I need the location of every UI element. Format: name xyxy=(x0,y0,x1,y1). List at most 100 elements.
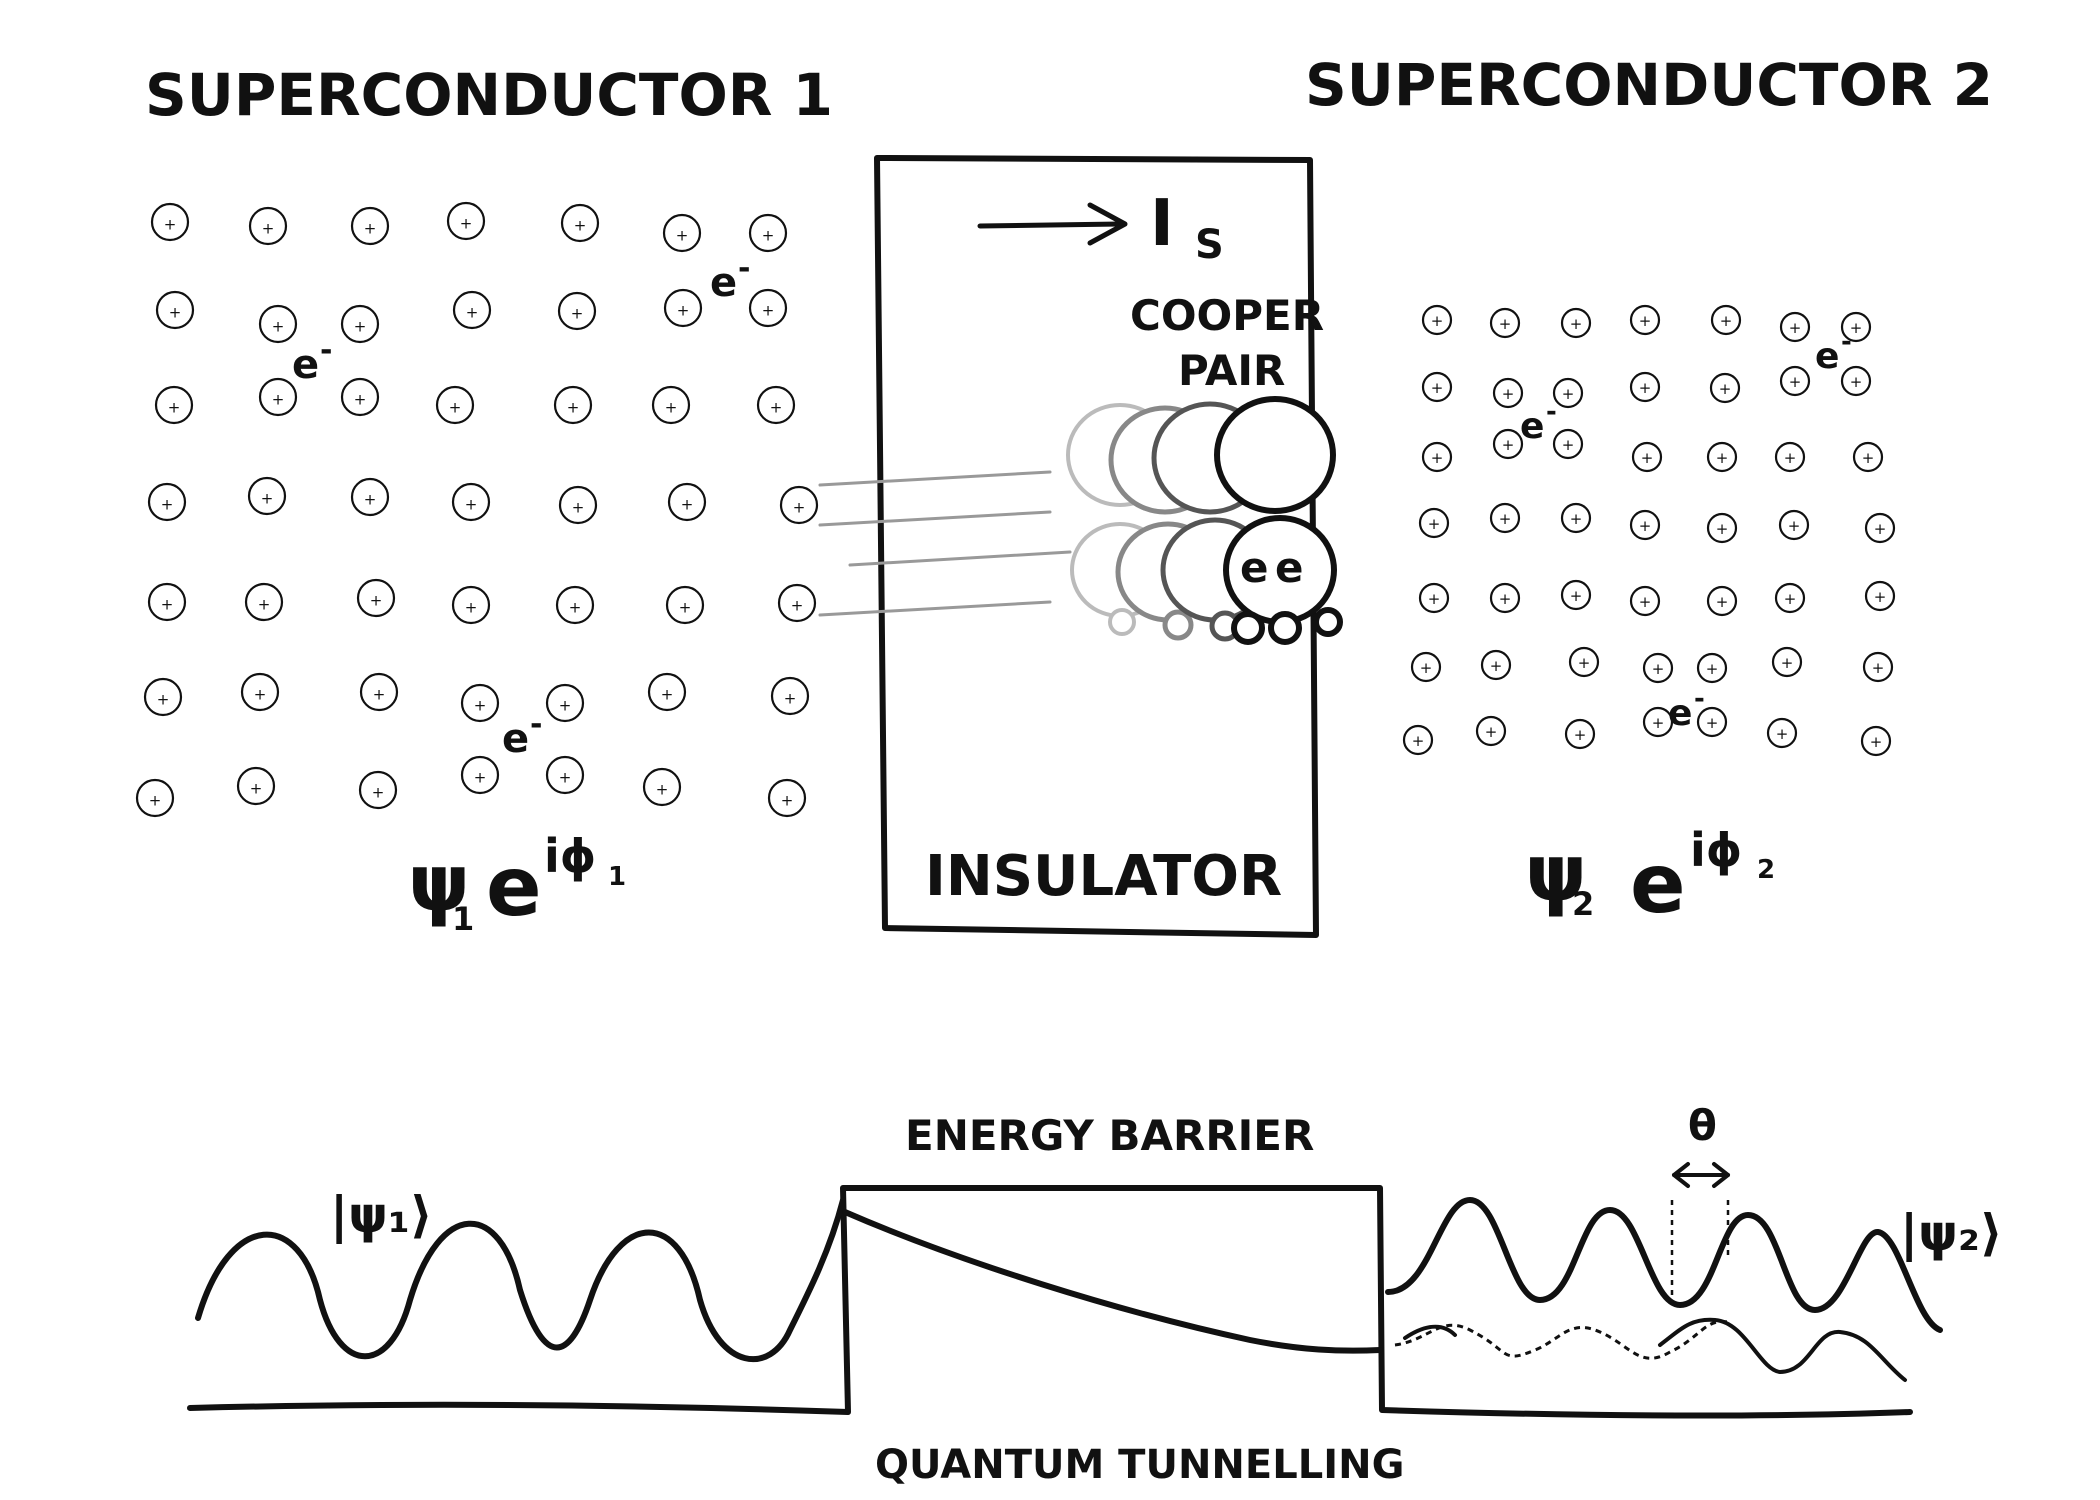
svg-text:+: + xyxy=(1431,379,1444,397)
svg-text:+: + xyxy=(1652,714,1665,732)
svg-text:+: + xyxy=(474,697,487,715)
svg-text:2: 2 xyxy=(1757,855,1775,885)
ion: + xyxy=(1779,365,1811,397)
svg-text:2: 2 xyxy=(1572,885,1594,923)
svg-text:+: + xyxy=(1784,590,1797,608)
ion: + xyxy=(350,477,390,517)
ion: + xyxy=(1629,509,1661,541)
decaying-wave xyxy=(842,1209,1383,1354)
ion: + xyxy=(435,385,475,425)
svg-text:+: + xyxy=(1716,449,1729,467)
svg-text:+: + xyxy=(679,599,692,617)
ion: + xyxy=(1489,582,1521,614)
phase-shifted-wave xyxy=(1394,1320,1729,1360)
transmitted-wave xyxy=(1385,1197,1943,1333)
lattice-superconductor-1: ++++++++++++++++++++++++++++++++++++++++… xyxy=(135,201,819,818)
svg-text:+: + xyxy=(1776,725,1789,743)
svg-text:+: + xyxy=(1428,590,1441,608)
ion: + xyxy=(1642,706,1674,738)
svg-text:+: + xyxy=(1431,449,1444,467)
ion: + xyxy=(642,767,682,807)
svg-text:+: + xyxy=(677,302,690,320)
wavefunction-1-label: ψ 1 e iϕ 1 xyxy=(408,829,626,938)
svg-text:+: + xyxy=(460,215,473,233)
svg-text:+: + xyxy=(449,399,462,417)
svg-text:+: + xyxy=(1502,436,1515,454)
ion: + xyxy=(258,304,298,344)
svg-text:+: + xyxy=(261,490,274,508)
svg-text:iϕ: iϕ xyxy=(1690,823,1742,877)
svg-text:+: + xyxy=(676,227,689,245)
ion: + xyxy=(1421,304,1453,336)
ion: + xyxy=(662,213,702,253)
svg-text:+: + xyxy=(1641,449,1654,467)
svg-text:e: e xyxy=(502,716,529,762)
svg-text:+: + xyxy=(272,391,285,409)
svg-text:+: + xyxy=(1639,379,1652,397)
ion: + xyxy=(1631,441,1663,473)
ion: + xyxy=(1402,724,1434,756)
ion: + xyxy=(651,385,691,425)
svg-text:+: + xyxy=(1570,315,1583,333)
svg-text:+: + xyxy=(1562,436,1575,454)
svg-text:+: + xyxy=(354,318,367,336)
svg-text:+: + xyxy=(254,686,267,704)
svg-text:e: e xyxy=(486,840,542,935)
svg-text:+: + xyxy=(1639,517,1652,535)
ion: + xyxy=(1564,718,1596,750)
ion: + xyxy=(247,476,287,516)
ion: + xyxy=(557,291,597,331)
ion: + xyxy=(756,385,796,425)
ion: + xyxy=(545,683,585,723)
superconductor-2-title: SUPERCONDUCTOR 2 xyxy=(1305,51,1993,119)
svg-text:+: + xyxy=(1639,593,1652,611)
svg-text:+: + xyxy=(762,302,775,320)
ion: + xyxy=(1489,502,1521,534)
svg-text:+: + xyxy=(1706,714,1719,732)
incoming-wave xyxy=(195,1197,846,1363)
ion: + xyxy=(1418,507,1450,539)
ion: + xyxy=(1642,652,1674,684)
ion: + xyxy=(1489,307,1521,339)
svg-text:+: + xyxy=(1850,373,1863,391)
ion: + xyxy=(1840,311,1872,343)
svg-text:ψ: ψ xyxy=(1525,829,1587,919)
ion: + xyxy=(236,766,276,806)
ion: + xyxy=(1492,428,1524,460)
svg-text:+: + xyxy=(465,496,478,514)
ion: + xyxy=(777,583,817,623)
ion: + xyxy=(1560,502,1592,534)
ion: + xyxy=(143,677,183,717)
ion: + xyxy=(1778,509,1810,541)
svg-text:ψ: ψ xyxy=(408,839,470,929)
svg-text:+: + xyxy=(465,599,478,617)
ion: + xyxy=(1560,579,1592,611)
ion: + xyxy=(358,770,398,810)
svg-text:+: + xyxy=(1562,385,1575,403)
svg-text:+: + xyxy=(364,491,377,509)
svg-text:+: + xyxy=(665,399,678,417)
ion: + xyxy=(460,755,500,795)
svg-text:-: - xyxy=(1841,327,1852,357)
svg-text:+: + xyxy=(258,596,271,614)
svg-text:e: e xyxy=(710,260,737,306)
svg-text:e: e xyxy=(1668,693,1692,734)
svg-text:+: + xyxy=(1499,315,1512,333)
ion: + xyxy=(150,202,190,242)
svg-text:+: + xyxy=(169,304,182,322)
ion: + xyxy=(1706,585,1738,617)
electron-label: e - xyxy=(502,707,542,762)
svg-text:iϕ: iϕ xyxy=(544,829,596,883)
ion: + xyxy=(770,676,810,716)
svg-text:+: + xyxy=(1574,726,1587,744)
ion: + xyxy=(665,585,705,625)
ion: + xyxy=(1710,304,1742,336)
svg-text:+: + xyxy=(681,496,694,514)
svg-text:+: + xyxy=(784,690,797,708)
svg-text:+: + xyxy=(149,792,162,810)
ion: + xyxy=(558,485,598,525)
svg-text:e: e xyxy=(1275,543,1304,592)
ion: + xyxy=(1779,311,1811,343)
svg-text:+: + xyxy=(1716,593,1729,611)
motion-lines xyxy=(818,470,1072,617)
